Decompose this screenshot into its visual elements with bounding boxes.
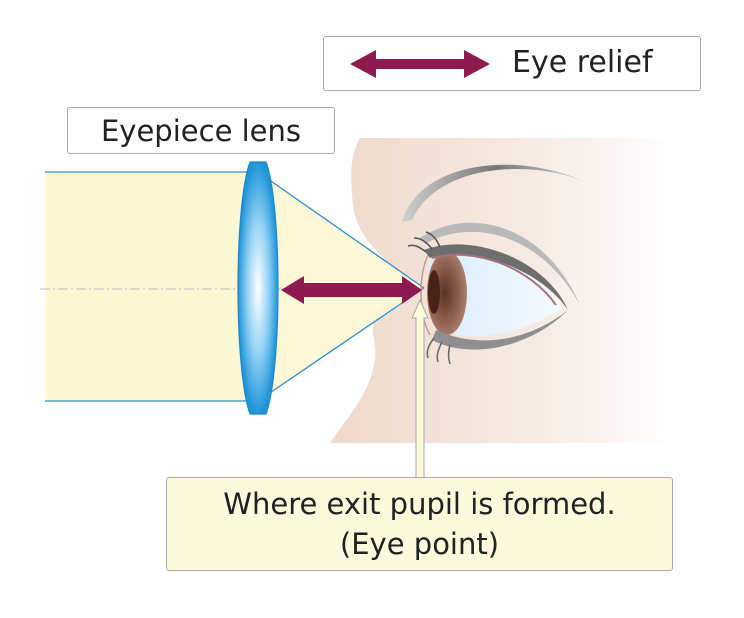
cone-edge-top [257, 171, 425, 289]
lower-eyelid [432, 310, 568, 350]
eye-relief-label: Eye relief [512, 45, 653, 80]
eyepiece-lens [237, 161, 279, 415]
exit-pupil-line2: (Eye point) [339, 527, 500, 561]
exit-pupil-line1: Where exit pupil is formed. [223, 487, 616, 521]
upper-lid-pink [431, 253, 557, 306]
pupil [428, 270, 440, 314]
eyepiece-lens-label: Eyepiece lens [100, 113, 302, 148]
eyebrow [402, 164, 590, 222]
double-arrow-icon [350, 50, 490, 78]
eyepiece-lens-label-box: Eyepiece lens [67, 107, 335, 154]
eye-relief-legend: Eye relief [323, 36, 701, 91]
eye-relief-arrow [281, 276, 422, 304]
cone-edge-bottom [257, 287, 425, 402]
upper-lashes [407, 231, 441, 253]
light-beam [45, 172, 260, 401]
exit-pupil-callout: Where exit pupil is formed. (Eye point) [166, 477, 673, 571]
cornea [420, 251, 431, 336]
lower-lashes [426, 337, 451, 365]
eyelid-crease [420, 222, 580, 305]
iris-icon [427, 251, 467, 335]
upper-eyelid [424, 244, 568, 310]
